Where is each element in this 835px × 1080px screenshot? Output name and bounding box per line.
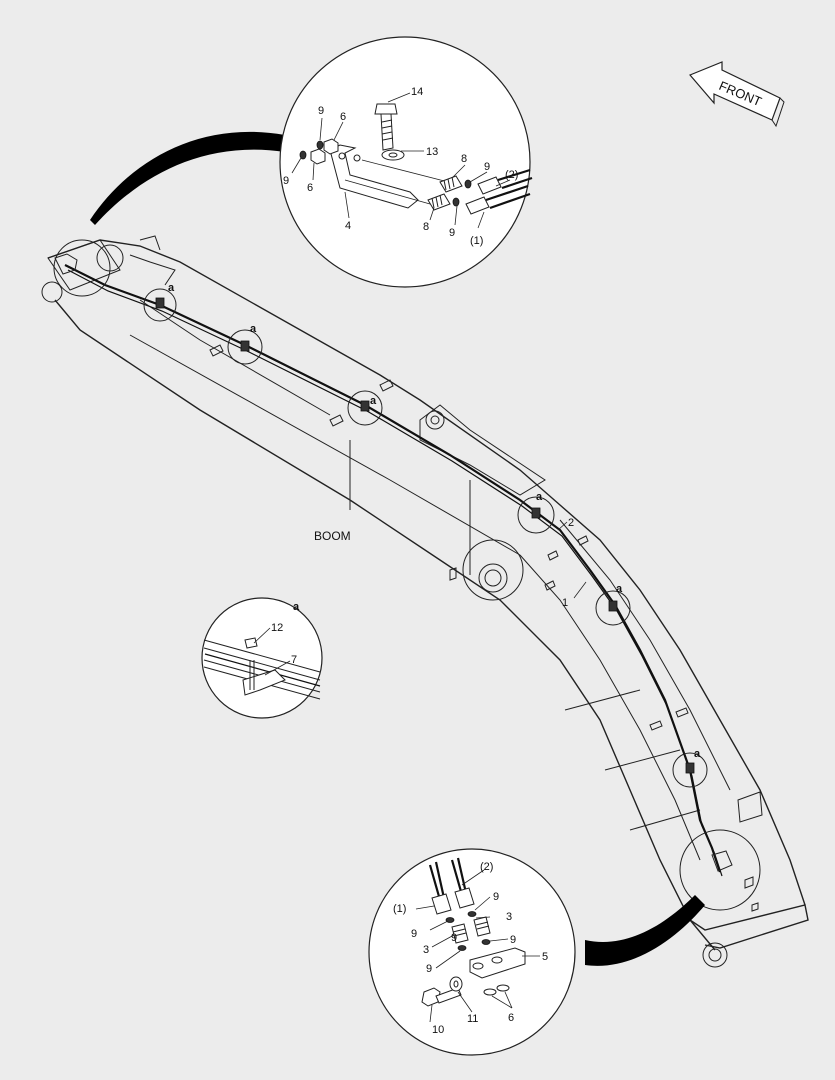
callout-label: a — [694, 748, 701, 760]
clamp-marker: a — [143, 282, 177, 322]
callout-label: (1) — [393, 903, 406, 915]
callout-label: 9 — [449, 227, 455, 239]
callout-label: 9 — [510, 934, 516, 946]
callout-label: 5 — [542, 951, 548, 963]
boom-callouts: 2 1 — [557, 517, 587, 609]
hose-routing — [53, 239, 723, 877]
callout-label: 10 — [432, 1024, 444, 1036]
callout-label: 3 — [423, 944, 429, 956]
callout-label: 9 — [451, 932, 457, 944]
clamp-marker: a — [595, 583, 631, 626]
callout-label: a — [250, 323, 257, 335]
detail-a: a 12 7 — [201, 597, 323, 719]
callout-2: 2 — [568, 517, 574, 529]
callout-label: (1) — [470, 235, 483, 247]
clamp-marker: a — [227, 323, 263, 365]
callout-label: a — [616, 583, 623, 595]
clamp-locations: a a a a a a — [143, 282, 761, 911]
callout-label: (2) — [480, 861, 493, 873]
callout-label: a — [168, 282, 175, 294]
callout-label: 9 — [493, 891, 499, 903]
detail-a-title: a — [293, 601, 300, 613]
callout-label: a — [370, 395, 377, 407]
callout-label: a — [536, 491, 543, 503]
clamp-marker: a — [517, 491, 555, 534]
callout-label: 8 — [461, 153, 467, 165]
callout-label: 6 — [307, 182, 313, 194]
boom-structure — [41, 235, 809, 968]
callout-label: 6 — [340, 111, 346, 123]
callout-label: 3 — [506, 911, 512, 923]
callout-label: 9 — [484, 161, 490, 173]
detail-pointer-bottom — [585, 895, 705, 966]
assembly-label: BOOM — [314, 529, 351, 543]
clamp-marker: a — [672, 748, 708, 788]
callout-label: 11 — [467, 1013, 478, 1025]
callout-label: 13 — [426, 146, 438, 158]
callout-label: 12 — [271, 622, 283, 634]
callout-label: 9 — [283, 175, 289, 187]
callout-label: 14 — [411, 86, 423, 98]
detail-pointer-top — [90, 131, 285, 225]
clamp-marker: a — [347, 390, 383, 426]
callout-label: 8 — [423, 221, 429, 233]
callout-label: (2) — [505, 169, 518, 181]
detail-top: 14 9 6 13 9 6 8 9 (2) 4 8 9 (1) — [279, 36, 533, 288]
callout-label: 6 — [508, 1012, 514, 1024]
callout-label: 9 — [318, 105, 324, 117]
front-direction-arrow: FRONT — [689, 61, 785, 128]
callout-label: 7 — [291, 654, 297, 666]
callout-1: 1 — [562, 597, 568, 609]
callout-label: 9 — [426, 963, 432, 975]
callout-label: 4 — [345, 220, 351, 232]
detail-bottom: (2) (1) 9 3 9 9 3 9 9 5 10 11 6 — [368, 848, 576, 1056]
callout-label: 9 — [411, 928, 417, 940]
